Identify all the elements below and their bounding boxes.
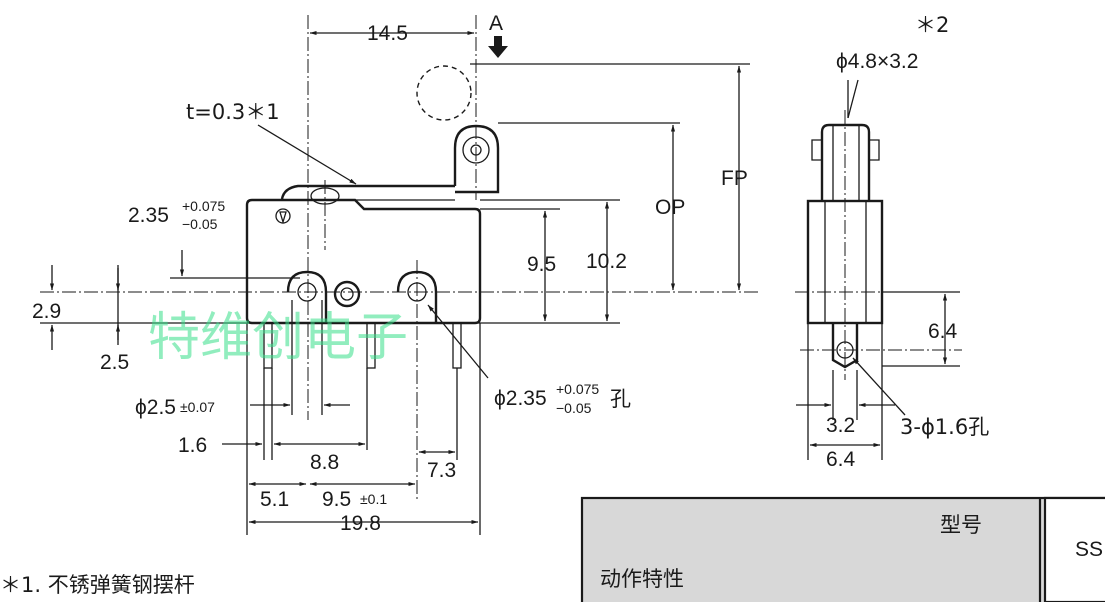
switch-body-front: [245, 180, 482, 325]
label-a: A: [489, 12, 503, 35]
footnote: ＊1. 不锈弹簧钢摆杆: [0, 573, 195, 597]
tol-2-35-lower: −0.05: [182, 216, 218, 232]
dimension-labels: 14.5 A ＊2 ϕ4.8×3.2 t=0.3＊1 2.35 +0.075 −…: [0, 12, 989, 597]
tol-hole-2-5: ±0.07: [180, 399, 215, 415]
dim-8-8: 8.8: [310, 451, 339, 474]
dim-7-3: 7.3: [427, 459, 456, 482]
dim-6-4-bottom: 6.4: [826, 448, 856, 471]
label-t-lever: t=0.3＊1: [186, 100, 280, 124]
dim-2-9: 2.9: [32, 300, 61, 323]
dim-9-5: 9.5: [527, 253, 556, 276]
dimension-lines: [49, 30, 742, 525]
dim-9-5-pitch: 9.5: [322, 488, 351, 511]
table-characteristics-header: 动作特性: [600, 567, 684, 591]
tol-hole-2-35-lower: −0.05: [556, 400, 592, 416]
dim-1-6: 1.6: [178, 434, 207, 457]
dim-2-5: 2.5: [100, 351, 129, 374]
label-hole-2-5: ϕ2.5: [135, 396, 176, 419]
lever-assembly: [280, 65, 500, 205]
watermark: 特维创电子: [148, 308, 408, 368]
label-roller-size: ϕ4.8×3.2: [836, 50, 918, 73]
tol-hole-2-35-upper: +0.075: [556, 381, 599, 397]
switch-side-view: [795, 79, 962, 460]
table-model-value: SS: [1075, 538, 1103, 561]
label-op: OP: [655, 196, 685, 219]
label-hole-suffix: 孔: [610, 387, 631, 411]
dim-19-8: 19.8: [340, 512, 381, 535]
dim-10-2: 10.2: [586, 250, 627, 273]
label-star2: ＊2: [915, 13, 949, 37]
free-position-roller: [416, 65, 472, 121]
tol-2-35-upper: +0.075: [182, 198, 225, 214]
dim-2-35: 2.35: [128, 204, 169, 227]
dim-14-5: 14.5: [367, 22, 408, 45]
dim-6-4-side: 6.4: [928, 320, 958, 343]
dim-5-1: 5.1: [260, 488, 289, 511]
label-hole-2-35: ϕ2.35: [494, 387, 547, 410]
tol-9-5-pitch: ±0.1: [360, 491, 387, 507]
dim-3-2: 3.2: [826, 414, 855, 437]
label-fp: FP: [721, 167, 748, 190]
center-lines: [40, 15, 760, 535]
spec-table: 型号 动作特性 SS: [580, 496, 1105, 607]
table-model-header: 型号: [940, 513, 982, 537]
arrow-a-symbol: [488, 36, 508, 58]
label-3-holes: 3-ϕ1.6孔: [900, 415, 989, 439]
